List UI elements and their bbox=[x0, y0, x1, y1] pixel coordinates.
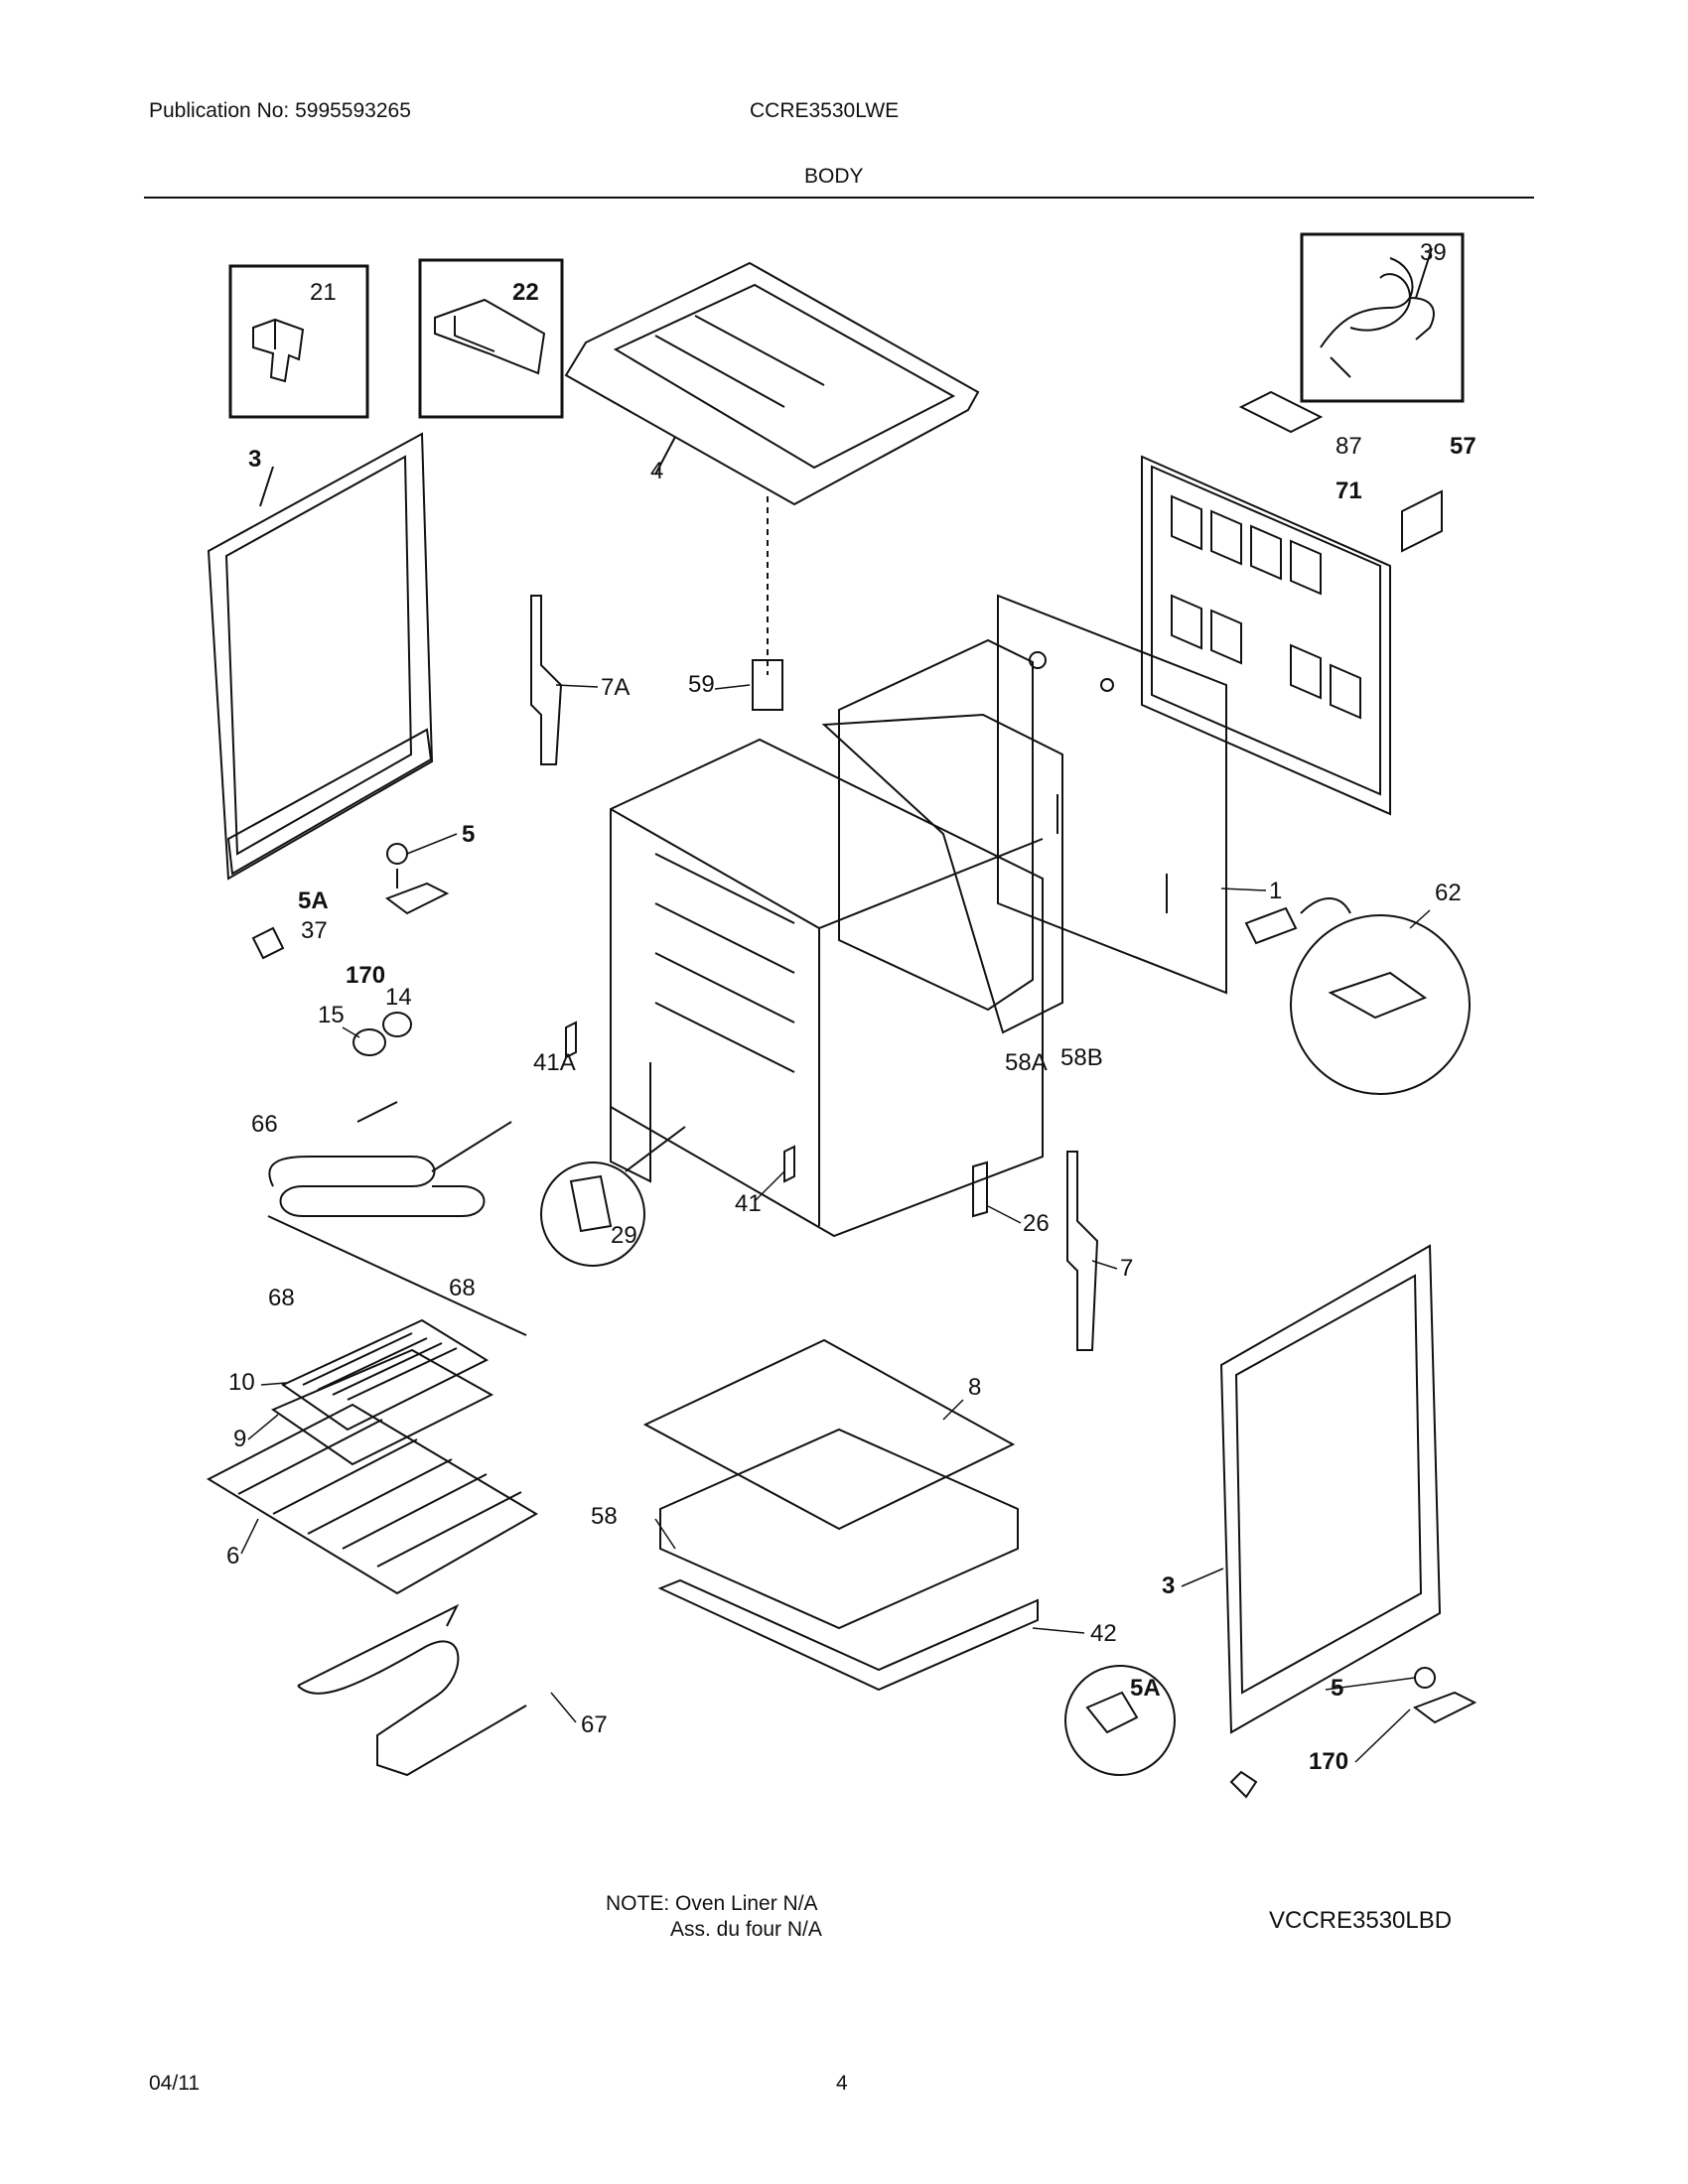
label-6: 6 bbox=[226, 1543, 239, 1570]
left-side-panel bbox=[207, 432, 434, 881]
broiler-pan bbox=[270, 1348, 494, 1466]
label-87: 87 bbox=[1336, 433, 1362, 460]
part-7 bbox=[1066, 1151, 1099, 1351]
part-7A bbox=[530, 595, 563, 765]
drawer-bottom-42 bbox=[657, 1578, 1039, 1692]
insulation-58 bbox=[659, 1428, 1019, 1630]
label-9: 9 bbox=[233, 1426, 246, 1452]
label-67: 67 bbox=[581, 1711, 608, 1738]
part-170-right bbox=[1412, 1691, 1477, 1724]
label-10: 10 bbox=[228, 1369, 255, 1396]
part-26 bbox=[972, 1160, 988, 1218]
label-62: 62 bbox=[1435, 880, 1462, 906]
detail-circle-29 bbox=[540, 1161, 645, 1267]
label-14: 14 bbox=[385, 984, 412, 1011]
insulation-blanket bbox=[838, 638, 1034, 1012]
label-58B: 58B bbox=[1060, 1044, 1103, 1071]
part-87 bbox=[1238, 390, 1324, 434]
broiler-pan-insert bbox=[280, 1318, 490, 1432]
label-57: 57 bbox=[1450, 433, 1477, 460]
section-title: BODY bbox=[804, 165, 864, 188]
footer-page-number: 4 bbox=[836, 2072, 848, 2095]
label-68-left: 68 bbox=[268, 1285, 295, 1311]
part-59 bbox=[752, 659, 783, 711]
screw-5-left bbox=[386, 843, 408, 865]
label-3-right: 3 bbox=[1162, 1572, 1175, 1599]
label-7A: 7A bbox=[601, 674, 630, 701]
leader-lines bbox=[240, 684, 1431, 1763]
detail-circle-5A bbox=[1064, 1665, 1176, 1776]
label-4: 4 bbox=[650, 458, 663, 484]
detail-arrow bbox=[1300, 897, 1351, 914]
part-labels: 21 22 39 4 87 57 71 3 7A 59 5 5A 37 170 … bbox=[226, 239, 1477, 1775]
model-number: CCRE3530LWE bbox=[750, 99, 900, 122]
drawer-frame bbox=[642, 1338, 1016, 1531]
label-41A: 41A bbox=[533, 1049, 576, 1076]
label-8: 8 bbox=[968, 1374, 981, 1401]
label-7: 7 bbox=[1120, 1255, 1133, 1282]
rear-wall-panel bbox=[1141, 455, 1391, 816]
detail-circle-62 bbox=[1290, 914, 1471, 1095]
rear-cover-panel bbox=[997, 594, 1227, 995]
part-170-left bbox=[384, 882, 450, 915]
oven-rack bbox=[206, 1403, 538, 1595]
lamp-bulb bbox=[352, 1028, 386, 1056]
door-switch bbox=[569, 1174, 613, 1233]
part-41 bbox=[783, 1145, 795, 1183]
part-5A-right bbox=[1085, 1691, 1139, 1734]
label-1: 1 bbox=[1269, 878, 1282, 904]
inset-box-39 bbox=[1300, 232, 1465, 403]
label-26: 26 bbox=[1023, 1210, 1050, 1237]
terminal-block bbox=[1244, 906, 1298, 945]
broil-element bbox=[268, 1101, 512, 1217]
label-21: 21 bbox=[310, 279, 337, 306]
drawing-code: VCCRE3530LBD bbox=[1269, 1907, 1453, 1934]
label-37: 37 bbox=[301, 917, 328, 944]
label-22: 22 bbox=[512, 279, 539, 306]
label-5-left: 5 bbox=[462, 821, 475, 848]
label-68-right: 68 bbox=[449, 1275, 476, 1301]
inset-box-21 bbox=[228, 264, 369, 419]
label-170-right: 170 bbox=[1309, 1748, 1348, 1775]
label-66: 66 bbox=[251, 1111, 278, 1138]
leader-29 bbox=[625, 1126, 686, 1172]
label-41: 41 bbox=[735, 1190, 762, 1217]
publication-number: Publication No: 5995593265 bbox=[149, 99, 411, 122]
label-42: 42 bbox=[1090, 1620, 1117, 1647]
bake-element bbox=[297, 1603, 527, 1777]
part-5A-left bbox=[251, 926, 285, 960]
label-3-left: 3 bbox=[248, 446, 261, 473]
header-rule bbox=[144, 197, 1534, 199]
footer-date: 04/11 bbox=[149, 2072, 200, 2095]
label-5A-left: 5A bbox=[298, 887, 329, 914]
inset-box-22 bbox=[418, 258, 564, 419]
label-71: 71 bbox=[1336, 478, 1362, 504]
lamp-socket bbox=[382, 1012, 412, 1037]
top-panel bbox=[564, 261, 980, 506]
right-side-panel bbox=[1219, 1244, 1442, 1734]
screw-5-right bbox=[1414, 1667, 1436, 1689]
oven-cavity bbox=[610, 713, 1063, 1238]
part-57 bbox=[1401, 489, 1443, 553]
label-39: 39 bbox=[1420, 239, 1447, 266]
note-line-1: NOTE: Oven Liner N/A bbox=[606, 1892, 818, 1915]
note-line-2: Ass. du four N/A bbox=[670, 1918, 822, 1941]
label-58: 58 bbox=[591, 1503, 618, 1530]
shield-68 bbox=[267, 1215, 527, 1336]
label-29: 29 bbox=[611, 1222, 637, 1249]
part-41A bbox=[565, 1021, 577, 1059]
label-15: 15 bbox=[318, 1002, 345, 1028]
label-58A: 58A bbox=[1005, 1049, 1048, 1076]
label-59: 59 bbox=[688, 671, 715, 698]
foot-5A-right bbox=[1229, 1770, 1258, 1799]
label-170-left: 170 bbox=[346, 962, 385, 989]
label-5A-right: 5A bbox=[1130, 1675, 1161, 1702]
terminal-detail bbox=[1328, 971, 1428, 1020]
